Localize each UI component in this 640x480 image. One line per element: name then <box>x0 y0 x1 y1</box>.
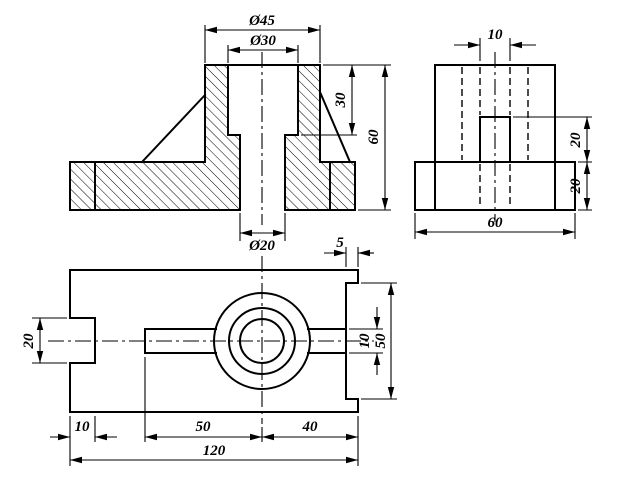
front-base-outline <box>69 161 356 211</box>
front-extension-lines <box>204 25 391 241</box>
dim-len40-label: 40 <box>302 419 319 435</box>
side-slot <box>479 116 511 163</box>
dim-dia30-label: Ø30 <box>249 33 276 49</box>
top-view: 5 20 10 50 10 50 40 120 <box>21 235 397 466</box>
dim-step5-label: 5 <box>336 235 344 251</box>
dim-edge50-label: 50 <box>373 333 389 349</box>
front-dimensions: Ø45 Ø30 30 60 Ø20 <box>204 13 391 254</box>
front-hatch-left <box>70 65 240 210</box>
dim-depth60-label: 60 <box>488 215 504 231</box>
side-dimensions: 10 20 20 60 <box>414 27 592 239</box>
front-view: Ø45 Ø30 30 60 Ø20 <box>69 13 391 254</box>
front-section-hatching <box>70 65 355 210</box>
side-hidden-lines <box>461 67 529 208</box>
dim-dia45-label: Ø45 <box>248 13 275 29</box>
top-outline <box>69 269 359 413</box>
side-base <box>414 161 576 211</box>
dim-total120-label: 120 <box>203 443 226 459</box>
dim-depth30-label: 30 <box>333 92 349 109</box>
top-dimensions: 5 20 10 50 10 50 40 120 <box>21 235 397 466</box>
dim-dia20-label: Ø20 <box>248 238 275 254</box>
dim-len50-label: 50 <box>196 419 212 435</box>
front-hole <box>239 134 286 211</box>
front-ribs <box>140 90 352 164</box>
front-counterbore <box>227 64 299 136</box>
side-extension-lines <box>414 38 592 239</box>
dim-notch20-label: 20 <box>21 333 37 350</box>
dim-width10-label: 10 <box>488 27 504 43</box>
side-view: 10 20 20 60 <box>414 27 592 239</box>
dim-boss-height20-label: 20 <box>568 132 584 149</box>
dim-height60-label: 60 <box>366 129 382 145</box>
dim-rib10-label: 10 <box>357 333 373 349</box>
dim-tab10-label: 10 <box>75 419 91 435</box>
dim-base-height20-label: 20 <box>568 178 584 195</box>
